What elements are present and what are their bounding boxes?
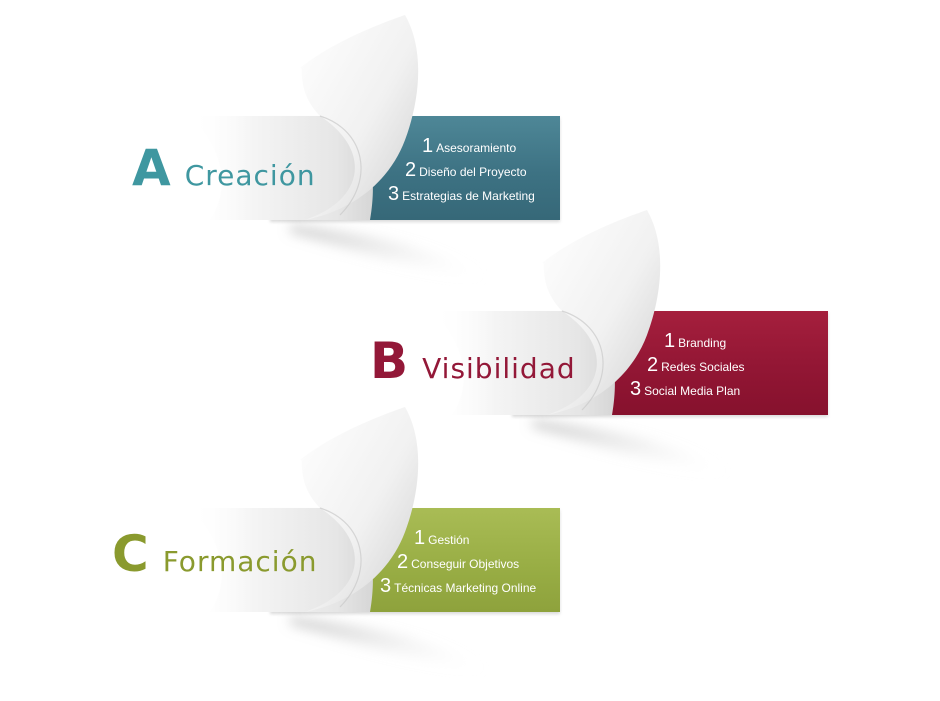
list-item: 3 Técnicas Marketing Online — [380, 574, 580, 598]
item-text: Diseño del Proyecto — [419, 165, 527, 179]
heading-title: Formación — [162, 545, 318, 578]
page-curl-visibilidad — [432, 210, 732, 475]
item-text: Social Media Plan — [644, 384, 741, 398]
item-text: Asesoramiento — [436, 141, 517, 155]
heading-letter: A — [132, 139, 171, 197]
list-item: 2 Diseño del Proyecto — [405, 158, 588, 182]
item-list-visibilidad: 1 Branding 2 Redes Sociales 3 Social Med… — [630, 329, 830, 401]
item-text: Técnicas Marketing Online — [394, 581, 537, 595]
heading-visibilidad: B Visibilidad — [370, 333, 576, 397]
item-list-formacion: 1 Gestión 2 Conseguir Objetivos 3 Técnic… — [380, 526, 580, 598]
item-number: 1 — [422, 135, 434, 157]
heading-title: Visibilidad — [422, 352, 576, 385]
item-number: 2 — [647, 354, 659, 376]
item-number: 2 — [405, 159, 417, 181]
item-text: Gestión — [428, 533, 470, 547]
heading-letter: B — [370, 332, 409, 390]
list-item: 3 Estrategias de Marketing — [388, 182, 588, 206]
item-number: 3 — [388, 183, 400, 205]
item-text: Branding — [678, 336, 727, 350]
item-list-creacion: 1 Asesoramiento 2 Diseño del Proyecto 3 … — [388, 134, 588, 206]
item-number: 1 — [414, 527, 426, 549]
heading-formacion: C Formación — [112, 526, 317, 590]
item-number: 3 — [380, 575, 392, 597]
heading-creacion: A Creación — [132, 140, 316, 204]
list-item: 1 Asesoramiento — [422, 134, 588, 158]
block-visibilidad: B Visibilidad 1 Branding 2 Redes Sociale… — [362, 205, 922, 485]
item-number: 1 — [664, 330, 676, 352]
page-curl-formacion — [190, 407, 490, 672]
list-item: 2 Redes Sociales — [647, 353, 830, 377]
block-creacion: A Creación 1 Asesoramiento 2 Diseño del … — [120, 10, 680, 290]
page-curl-creacion — [190, 15, 490, 280]
item-number: 3 — [630, 378, 642, 400]
heading-letter: C — [112, 525, 149, 583]
list-item: 1 Gestión — [414, 526, 580, 550]
list-item: 3 Social Media Plan — [630, 377, 830, 401]
list-item: 1 Branding — [664, 329, 830, 353]
item-number: 2 — [397, 551, 409, 573]
heading-title: Creación — [184, 159, 316, 192]
block-formacion: C Formación 1 Gestión 2 Conseguir Objeti… — [110, 402, 670, 682]
item-text: Estrategias de Marketing — [402, 189, 535, 203]
item-text: Conseguir Objetivos — [411, 557, 520, 571]
item-text: Redes Sociales — [661, 360, 745, 374]
list-item: 2 Conseguir Objetivos — [397, 550, 580, 574]
